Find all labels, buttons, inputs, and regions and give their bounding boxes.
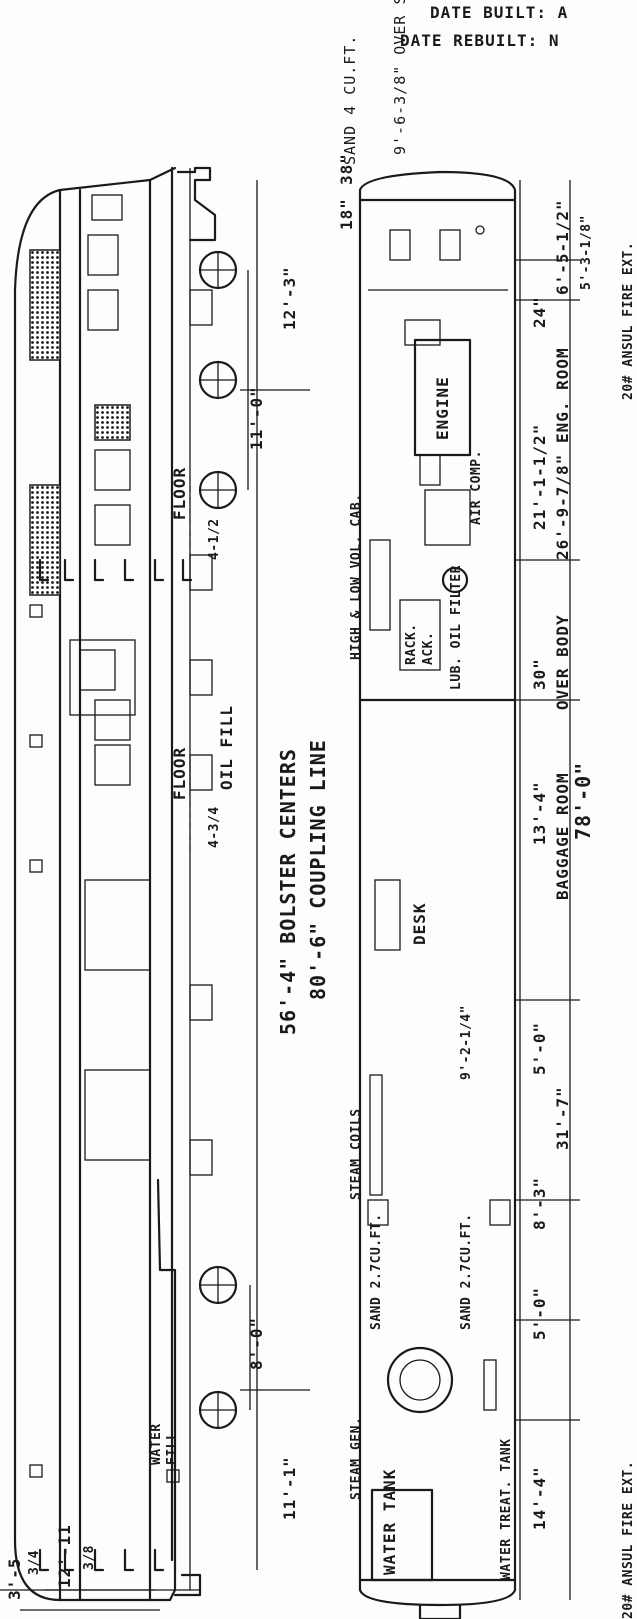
high-low-vol-cab-label: HIGH & LOW VOL. CAB.	[349, 493, 364, 660]
floor-dim-1: 4-1/2	[207, 518, 222, 560]
dim-21-1: 21'-1-1/2"	[530, 424, 549, 530]
dim-8-3: 8'-3"	[530, 1177, 549, 1230]
vent-grille-icon	[94, 404, 131, 441]
steam-coils-label: STEAM COILS	[349, 1108, 364, 1200]
fire-ext-bottom-label: 20# ANSUL FIRE EXT.	[621, 1461, 636, 1619]
dim-30: 30"	[530, 658, 549, 690]
dim-5-0-a: 5'-0"	[530, 1022, 549, 1075]
engine-label: ENGINE	[433, 376, 452, 440]
water-fill-label-1: WATER	[149, 1423, 164, 1465]
rack-label: RACK.	[404, 623, 419, 665]
air-comp-label: AIR COMP.	[469, 450, 484, 525]
sand-top-label: SAND 4 CU.FT.	[341, 35, 359, 165]
plan-view: SAND 4 CU.FT. 9'-6-3/8" OVER SILLS 18" 3…	[337, 0, 636, 1619]
dim-6-5: 6'-5-1/2"	[553, 199, 572, 295]
sand-27-a-label: SAND 2.7CU.FT.	[369, 1213, 384, 1330]
height-2: 3'-5	[5, 1557, 24, 1600]
engine-block-icon	[413, 338, 472, 457]
height-2-frac: 3/4	[27, 1550, 42, 1575]
side-elevation: FLOOR 4-1/2 FLOOR 4-3/4 OIL FILL WATER F…	[0, 166, 330, 1611]
over-body-label: OVER BODY	[553, 614, 572, 710]
dim-38: 38"	[337, 153, 356, 185]
over-sills-label: 9'-6-3/8" OVER SILLS	[391, 0, 409, 155]
radiator-grille-icon	[29, 484, 61, 596]
dim-5-0-b: 5'-0"	[530, 1287, 549, 1340]
truck-spacing-front: 12'-3"	[280, 266, 299, 330]
floor-label-2: FLOOR	[170, 747, 189, 800]
coupling-line-label: 80'-6" COUPLING LINE	[306, 739, 330, 1000]
fire-ext-top-label: 20# ANSUL FIRE EXT.	[621, 242, 636, 400]
lub-oil-filter-label: LUB. OIL FILTER	[449, 565, 464, 690]
dim-13-4: 13'-4"	[530, 781, 549, 845]
dim-31-7: 31'-7"	[553, 1086, 572, 1150]
sand-27-b-label: SAND 2.7CU.FT.	[459, 1213, 474, 1330]
total-length-label: 78'-0"	[571, 762, 595, 840]
dim-14-4: 14'-4"	[530, 1466, 549, 1530]
baggage-room-label: BAGGAGE ROOM	[553, 772, 572, 900]
lub-oil-filter-icon	[441, 566, 469, 594]
floor-label-1: FLOOR	[170, 467, 189, 520]
desk-label: DESK	[410, 902, 429, 945]
axle-spacing-front: 11'-0"	[247, 386, 266, 450]
dim-5-3: 5'-3-1/8"	[579, 215, 594, 290]
ack-label: ACK.	[421, 632, 436, 665]
date-rebuilt-label: DATE REBUILT: N	[400, 31, 560, 50]
truck-spacing-rear: 11'-1"	[280, 1456, 299, 1520]
height-1-frac: 3/8	[82, 1545, 97, 1570]
bolster-centers-label: 56'-4" BOLSTER CENTERS	[276, 748, 300, 1035]
dim-24: 24"	[530, 296, 549, 328]
water-fill-label-2: FILL	[165, 1432, 180, 1465]
radiator-grille-icon	[29, 249, 61, 361]
axle-spacing-rear: 8'-0"	[247, 1317, 266, 1370]
water-treat-tank-label: WATER TREAT. TANK	[499, 1438, 514, 1580]
width-dim-label: 9'-2-1/4"	[459, 1005, 474, 1080]
water-tank-label: WATER TANK	[380, 1469, 399, 1575]
steam-generator-icon	[386, 1346, 454, 1414]
dim-18: 18"	[337, 198, 356, 230]
steam-gen-label: STEAM GEN.	[349, 1417, 364, 1500]
floor-dim-2: 4-3/4	[207, 806, 222, 848]
height-1: 12'-11	[55, 1524, 74, 1588]
date-built-label: DATE BUILT: A	[430, 3, 568, 22]
oil-fill-label: OIL FILL	[217, 705, 236, 790]
eng-room-label: 26'-9-7/8" ENG. ROOM	[553, 347, 572, 560]
